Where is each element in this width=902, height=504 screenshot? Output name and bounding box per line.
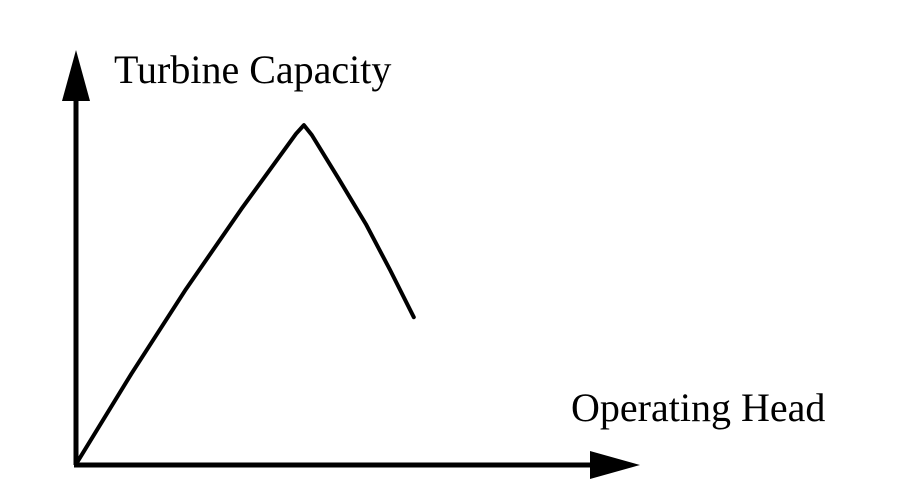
x-axis-label: Operating Head <box>571 385 826 430</box>
x-axis-arrowhead-icon <box>590 451 640 479</box>
y-axis-label: Turbine Capacity <box>114 47 392 92</box>
capacity-curve <box>74 123 416 467</box>
y-axis-arrowhead-icon <box>62 50 90 101</box>
